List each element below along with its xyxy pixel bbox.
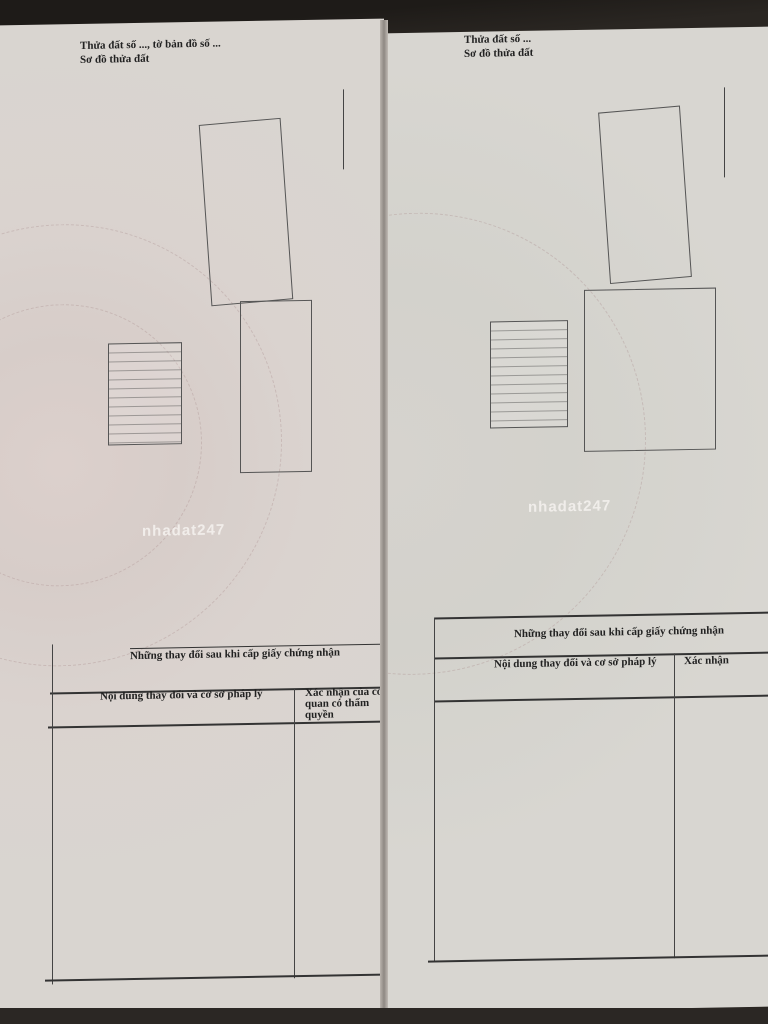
page-subheader: Sơ đồ thửa đất xyxy=(464,46,534,60)
watermark: nhadat247 xyxy=(528,497,612,516)
table-divider xyxy=(674,653,675,959)
table-header-content: Nội dung thay đổi và cơ sở pháp lý xyxy=(100,687,263,703)
land-plot-outline xyxy=(198,117,294,307)
right-certificate-page: Thửa đất số ... Sơ đồ thửa đất nhadat247… xyxy=(384,26,768,1014)
table-title: Những thay đổi sau khi cấp giấy chứng nh… xyxy=(513,624,725,641)
land-plot-outline xyxy=(598,105,692,285)
page-subheader: Sơ đồ thửa đất xyxy=(80,52,150,66)
table-header-confirm: Xác nhận của cơ quan có thẩm quyền xyxy=(305,685,383,722)
table-border xyxy=(52,644,53,985)
page-header: Thửa đất số ..., tờ bản đồ số ... xyxy=(80,37,221,52)
dark-background-bottom xyxy=(0,1008,768,1024)
table-rule xyxy=(48,720,384,729)
table-rule xyxy=(428,954,768,963)
table-title: Những thay đổi sau khi cấp giấy chứng nh… xyxy=(129,646,341,663)
land-plot-outline xyxy=(584,287,716,452)
table-divider xyxy=(294,688,295,979)
coordinate-table xyxy=(490,320,568,429)
book-spine xyxy=(380,20,388,1020)
table-rule xyxy=(434,694,768,703)
north-arrow xyxy=(343,89,344,170)
table-rule xyxy=(45,973,384,982)
page-header: Thửa đất số ... xyxy=(464,32,532,46)
table-header-content: Nội dung thay đổi và cơ sở pháp lý xyxy=(494,655,657,671)
watermark: nhadat247 xyxy=(142,521,226,540)
north-arrow xyxy=(724,87,725,178)
left-certificate-page: Thửa đất số ..., tờ bản đồ số ... Sơ đồ … xyxy=(0,18,384,1016)
land-plot-outline xyxy=(240,299,312,474)
coordinate-table xyxy=(108,342,182,446)
table-border xyxy=(434,617,435,963)
table-header-confirm: Xác nhận xyxy=(684,654,729,668)
